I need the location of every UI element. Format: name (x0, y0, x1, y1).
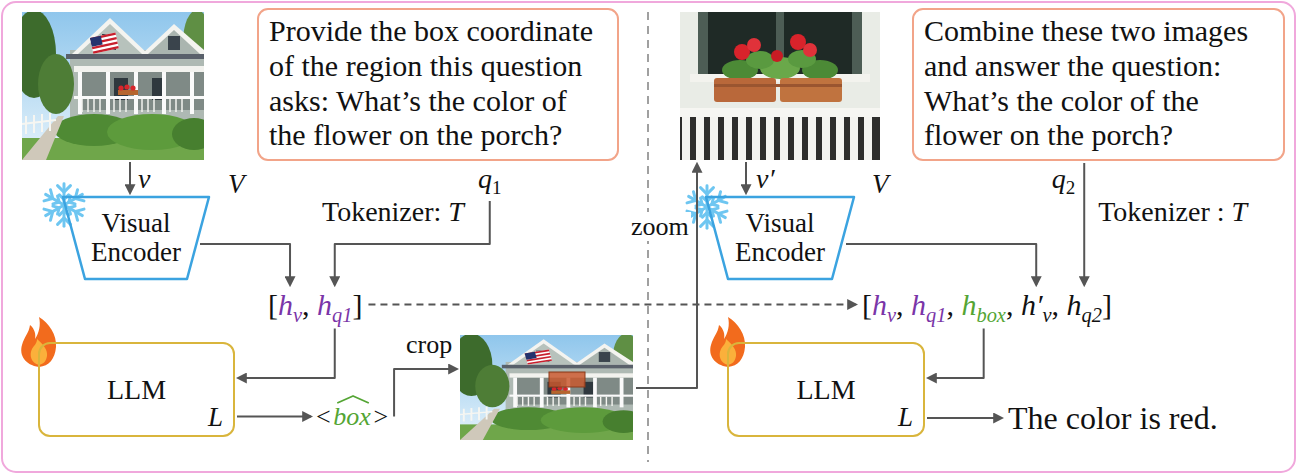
input-symbol: v′ (756, 163, 775, 195)
visual-encoder: Visual EncoderV (62, 196, 210, 280)
math-symbol: zoom (629, 212, 691, 241)
output-arrow (927, 417, 1002, 419)
symbol-holder: V (228, 170, 245, 200)
math-symbol: , (946, 288, 954, 321)
math-symbol: h (1067, 288, 1082, 321)
math-symbol: The color is red. (1008, 400, 1218, 436)
visual-encoder: Visual EncoderV (705, 196, 855, 280)
input-symbol: q1 (478, 163, 502, 199)
math-symbol: , (302, 288, 310, 321)
math-symbol: Tokenizer: (322, 196, 441, 227)
input-symbol: v (138, 163, 150, 195)
trapezoid-outline (63, 197, 209, 279)
step-label: zoom (629, 212, 691, 242)
math-symbol: h′ (1021, 288, 1043, 321)
zoomed-photo (680, 12, 880, 160)
symbol-holder: L (208, 403, 223, 433)
math-symbol: v (1042, 304, 1051, 326)
answer-text: The color is red. (1008, 400, 1218, 437)
node-title: LLM (796, 374, 855, 406)
tokenizer-label: Tokenizer : T (1098, 196, 1247, 228)
trapezoid-outline (706, 197, 854, 279)
reuse-arrow (368, 304, 856, 306)
crop-region (549, 372, 585, 387)
math-symbol: Tokenizer : (1098, 196, 1224, 227)
math-symbol: q (478, 163, 492, 194)
node-title: Visual Encoder (80, 209, 192, 267)
math-symbol: [ (862, 288, 872, 321)
math-symbol: , (896, 288, 904, 321)
math-symbol: v (138, 163, 150, 194)
prompt-text: Combine these two images and answer the … (924, 14, 1273, 153)
llm-box: LLM L (38, 342, 235, 437)
symbol-label: V (872, 169, 889, 199)
house-photo (12, 10, 216, 160)
crop-arrow (394, 369, 457, 417)
symbol-label: L (898, 402, 913, 432)
math-symbol: T (1232, 196, 1248, 227)
math-symbol: , (1006, 288, 1014, 321)
math-symbol: h (911, 288, 926, 321)
tokenizer-label: Tokenizer:T (322, 196, 464, 228)
llm-box: LLM L (727, 342, 925, 437)
prompt-box: Provide the box coordinate of the region… (257, 8, 619, 161)
math-symbol: h (961, 288, 976, 321)
sequence-arrow (238, 329, 335, 378)
output-arrow (237, 416, 311, 418)
math-symbol: h (317, 288, 332, 321)
node-title: Visual Encoder (724, 209, 836, 267)
math-symbol: q2 (1082, 304, 1102, 326)
sequence-arrow (928, 329, 984, 378)
math-symbol: h (278, 288, 293, 321)
symbol-holder: V (872, 170, 889, 200)
input-arrow (745, 162, 747, 193)
math-symbol: > (373, 402, 388, 431)
math-symbol: v′ (756, 163, 775, 194)
input-symbol: q2 (1052, 163, 1076, 199)
math-symbol: h (872, 288, 887, 321)
node-title: LLM (107, 374, 166, 406)
box-output: <box> (316, 402, 388, 432)
math-symbol: 2 (1066, 177, 1076, 198)
math-symbol: v (887, 304, 896, 326)
prompt-text: Provide the box coordinate of the region… (269, 14, 607, 153)
symbol-label: V (228, 169, 245, 199)
math-symbol: , (1052, 288, 1060, 321)
math-symbol: ] (352, 288, 362, 321)
math-symbol: T (448, 196, 464, 227)
prompt-box: Combine these two images and answer the … (912, 8, 1285, 161)
frozen-icon (685, 186, 728, 228)
math-symbol: v (293, 304, 302, 326)
input-arrow (129, 162, 131, 193)
symbol-holder: L (898, 403, 913, 433)
symbol-label: L (208, 402, 223, 432)
math-symbol: [ (268, 288, 278, 321)
math-symbol: crop (406, 330, 452, 359)
token-arrow (1083, 163, 1085, 285)
math-symbol: q1 (332, 304, 352, 326)
math-symbol: q (1052, 163, 1066, 194)
feature-arrow (200, 244, 290, 285)
math-symbol: box (333, 402, 371, 431)
feature-arrow (846, 244, 1036, 285)
cropped-photo (450, 334, 644, 440)
step-label: crop (406, 330, 452, 360)
token-sequence: [hv,hq1,hbox,h′v,hq2] (862, 288, 1112, 327)
math-symbol: < (316, 402, 331, 431)
math-symbol: q1 (926, 304, 946, 326)
zoom-arrow (636, 164, 697, 388)
math-symbol: 1 (492, 177, 502, 198)
hat-accent (337, 396, 369, 403)
token-sequence: [hv,hq1] (268, 288, 362, 327)
math-symbol: ] (1102, 288, 1112, 321)
math-symbol: box (976, 304, 1005, 326)
